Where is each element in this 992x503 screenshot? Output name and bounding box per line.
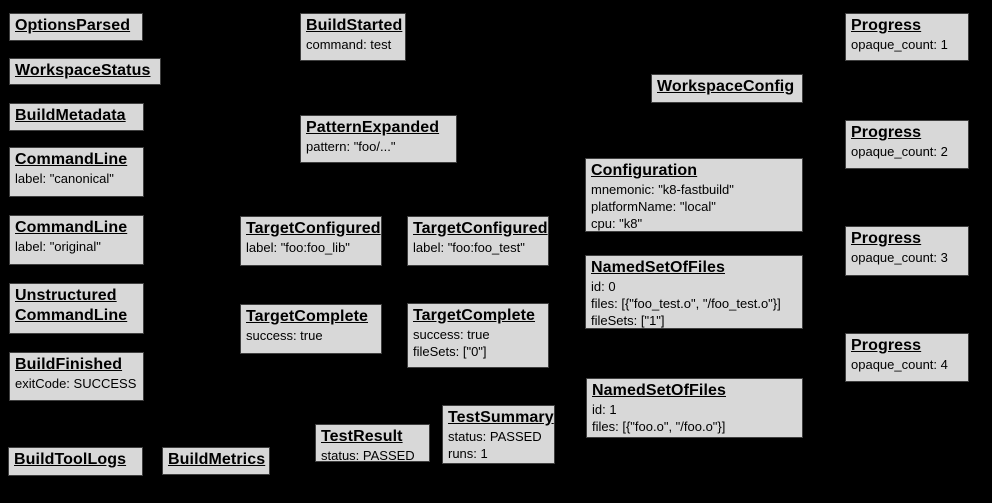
node-field: success: true: [413, 327, 490, 342]
node-field: mnemonic: "k8-fastbuild": [591, 182, 734, 197]
node-field: label: "foo:foo_lib": [246, 240, 350, 255]
node-title: CommandLine: [15, 151, 128, 168]
node-title: Progress: [851, 17, 922, 34]
node-build-started: BuildStarted command: test: [300, 13, 406, 61]
node-unstructured-command-line: Unstructured CommandLine: [9, 283, 144, 334]
node-title: BuildStarted: [306, 17, 403, 34]
node-field: fileSets: ["1"]: [591, 313, 665, 328]
node-workspace-status: WorkspaceStatus: [9, 58, 161, 85]
node-test-result: TestResult status: PASSED: [315, 424, 430, 462]
node-command-line-original: CommandLine label: "original": [9, 215, 144, 265]
node-field: id: 0: [591, 279, 616, 294]
node-title: TestSummary: [448, 409, 554, 426]
node-progress-1: Progress opaque_count: 1: [845, 13, 969, 61]
node-title: TargetComplete: [413, 307, 536, 324]
node-progress-2: Progress opaque_count: 2: [845, 120, 969, 169]
node-title: TargetConfigured: [246, 220, 381, 237]
node-field: opaque_count: 4: [851, 357, 948, 372]
node-field: cpu: "k8": [591, 216, 643, 231]
node-title: Progress: [851, 230, 922, 247]
node-options-parsed: OptionsParsed: [9, 13, 143, 41]
node-title: WorkspaceConfig: [657, 78, 795, 95]
node-title: NamedSetOfFiles: [592, 382, 726, 399]
node-build-metrics: BuildMetrics: [162, 447, 270, 475]
node-title: BuildFinished: [15, 356, 123, 373]
node-title: TestResult: [321, 428, 403, 445]
node-field: platformName: "local": [591, 199, 716, 214]
node-build-tool-logs: BuildToolLogs: [8, 447, 143, 476]
node-title: Unstructured CommandLine: [15, 287, 128, 324]
node-test-summary: TestSummary status: PASSED runs: 1: [442, 405, 555, 464]
node-target-complete-foo-lib: TargetComplete success: true: [240, 304, 382, 354]
node-field: label: "canonical": [15, 171, 114, 186]
node-field: label: "foo:foo_test": [413, 240, 525, 255]
node-field: exitCode: SUCCESS: [15, 376, 137, 391]
node-target-configured-foo-lib: TargetConfigured label: "foo:foo_lib": [240, 216, 382, 266]
node-title: PatternExpanded: [306, 119, 440, 136]
node-title: BuildMetadata: [15, 107, 126, 124]
node-workspace-config: WorkspaceConfig: [651, 74, 803, 103]
node-build-metadata: BuildMetadata: [9, 103, 144, 131]
node-title: TargetComplete: [246, 308, 369, 325]
node-field: id: 1: [592, 402, 617, 417]
node-title: BuildMetrics: [168, 451, 266, 468]
node-field: opaque_count: 3: [851, 250, 948, 265]
node-title: Progress: [851, 337, 922, 354]
node-build-finished: BuildFinished exitCode: SUCCESS: [9, 352, 144, 401]
node-field: command: test: [306, 37, 392, 52]
node-configuration: Configuration mnemonic: "k8-fastbuild" pla…: [585, 158, 803, 232]
node-named-set-of-files-1: NamedSetOfFiles id: 1 files: [{"foo.o", "/…: [586, 378, 803, 438]
node-progress-4: Progress opaque_count: 4: [845, 333, 969, 382]
node-title: CommandLine: [15, 219, 128, 236]
node-field: files: [{"foo.o", "/foo.o"}]: [592, 419, 726, 434]
node-target-complete-foo-test: TargetComplete success: true fileSets: ["0…: [407, 303, 549, 368]
node-target-configured-foo-test: TargetConfigured label: "foo:foo_test": [407, 216, 549, 266]
node-field: success: true: [246, 328, 323, 343]
node-named-set-of-files-0: NamedSetOfFiles id: 0 files: [{"foo_test.o…: [585, 255, 803, 329]
node-field: pattern: "foo/...": [306, 139, 396, 154]
node-title: NamedSetOfFiles: [591, 259, 725, 276]
node-field: label: "original": [15, 239, 101, 254]
node-title: TargetConfigured: [413, 220, 548, 237]
node-title: Progress: [851, 124, 922, 141]
node-field: status: PASSED: [321, 448, 415, 462]
node-progress-3: Progress opaque_count: 3: [845, 226, 969, 276]
node-field: opaque_count: 1: [851, 37, 948, 52]
node-field: status: PASSED: [448, 429, 542, 444]
node-title: Configuration: [591, 162, 698, 179]
node-title: BuildToolLogs: [14, 451, 127, 468]
node-field: fileSets: ["0"]: [413, 344, 487, 359]
node-title: WorkspaceStatus: [15, 62, 151, 79]
node-field: files: [{"foo_test.o", "/foo_test.o"}]: [591, 296, 781, 311]
node-pattern-expanded: PatternExpanded pattern: "foo/...": [300, 115, 457, 163]
node-field: opaque_count: 2: [851, 144, 948, 159]
node-title: OptionsParsed: [15, 17, 131, 34]
node-field: runs: 1: [448, 446, 488, 461]
node-command-line-canonical: CommandLine label: "canonical": [9, 147, 144, 197]
